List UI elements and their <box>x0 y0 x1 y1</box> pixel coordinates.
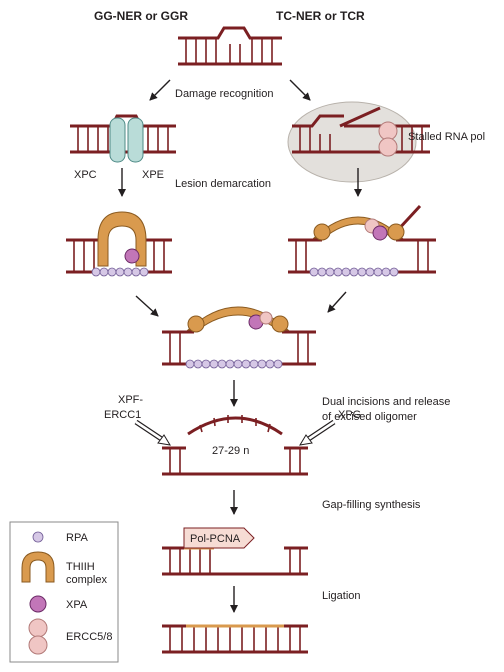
rpa-row-gg <box>91 267 149 277</box>
legend-tfiih-label-1: THIIH <box>66 561 95 573</box>
arrow-tc-converge <box>327 291 347 313</box>
xpe-protein <box>127 117 144 163</box>
gg-demarcation-complex <box>66 211 172 277</box>
tfiih-left-lobe-merged <box>187 315 205 333</box>
legend-tfiih-label-2: complex <box>66 574 107 586</box>
label-oligomer-length: 27-29 n <box>212 445 249 457</box>
header-gg-ner: GG-NER or GGR <box>94 9 188 23</box>
header-tc-ner: TC-NER or TCR <box>276 9 365 23</box>
legend-box <box>9 521 119 663</box>
label-ercc1: ERCC1 <box>104 409 141 421</box>
legend-xpa-label: XPA <box>66 599 88 611</box>
rpa-row-merged <box>185 359 283 369</box>
xpa-tc <box>372 225 388 241</box>
arrow-gg-converge <box>135 295 159 317</box>
legend-xpa-icon <box>29 595 47 613</box>
tfiih-right-lobe-tc <box>387 223 405 241</box>
tfiih-right-lobe-merged <box>271 315 289 333</box>
rna-pol-shape <box>287 101 417 183</box>
label-xpg: XPG <box>338 409 361 421</box>
label-damage-recognition: Damage recognition <box>175 88 273 100</box>
pol-pcna-shape <box>183 527 255 549</box>
label-gap-filling: Gap-filling synthesis <box>322 499 421 511</box>
ligated-dna <box>162 624 308 654</box>
legend-tfiih-icon <box>21 551 55 583</box>
excised-oligomer <box>187 415 283 436</box>
arrow-to-tc <box>289 79 311 101</box>
ercc-merged <box>259 311 273 325</box>
xpa-gg <box>124 248 140 264</box>
label-lesion-demarcation: Lesion demarcation <box>175 178 271 190</box>
xpc-protein <box>109 117 126 163</box>
tc-demarcation-complex <box>288 204 436 277</box>
gg-xpc-xpe-complex <box>70 114 176 163</box>
legend-ercc-label: ERCC5/8 <box>66 631 112 643</box>
label-ligation: Ligation <box>322 590 361 602</box>
legend-rpa-icon <box>32 531 44 543</box>
label-xpc: XPC <box>74 169 97 181</box>
tfiih-left-lobe-tc <box>313 223 331 241</box>
label-pol-pcna: Pol-PCNA <box>190 533 241 545</box>
label-dual-incisions-1: Dual incisions and release <box>322 396 450 408</box>
rpa-row-tc <box>309 267 399 277</box>
gap-filling-dna <box>162 527 308 576</box>
incision-arrow-left <box>134 419 171 446</box>
legend: RPA THIIH complex XPA ERCC5/8 <box>9 521 119 663</box>
legend-ercc-icon-top <box>28 618 48 638</box>
label-dual-incisions-2: of excised oligomer <box>322 411 417 423</box>
label-xpf: XPF- <box>118 394 143 406</box>
tc-stalled-rna-pol <box>287 101 430 183</box>
incised-dna <box>162 446 308 476</box>
merged-preincision-complex <box>162 306 316 369</box>
arrow-to-gg <box>149 79 171 101</box>
label-xpe: XPE <box>142 169 164 181</box>
ercc-top <box>378 121 398 141</box>
label-stalled-rna-pol: Stalled RNA pol <box>408 131 485 143</box>
incision-arrow-right <box>299 419 336 446</box>
ercc-bottom <box>378 137 398 157</box>
legend-rpa-label: RPA <box>66 532 88 544</box>
damaged-dna-top <box>178 26 282 66</box>
legend-ercc-icon-bottom <box>28 635 48 655</box>
tfiih-complex-gg <box>97 211 147 267</box>
